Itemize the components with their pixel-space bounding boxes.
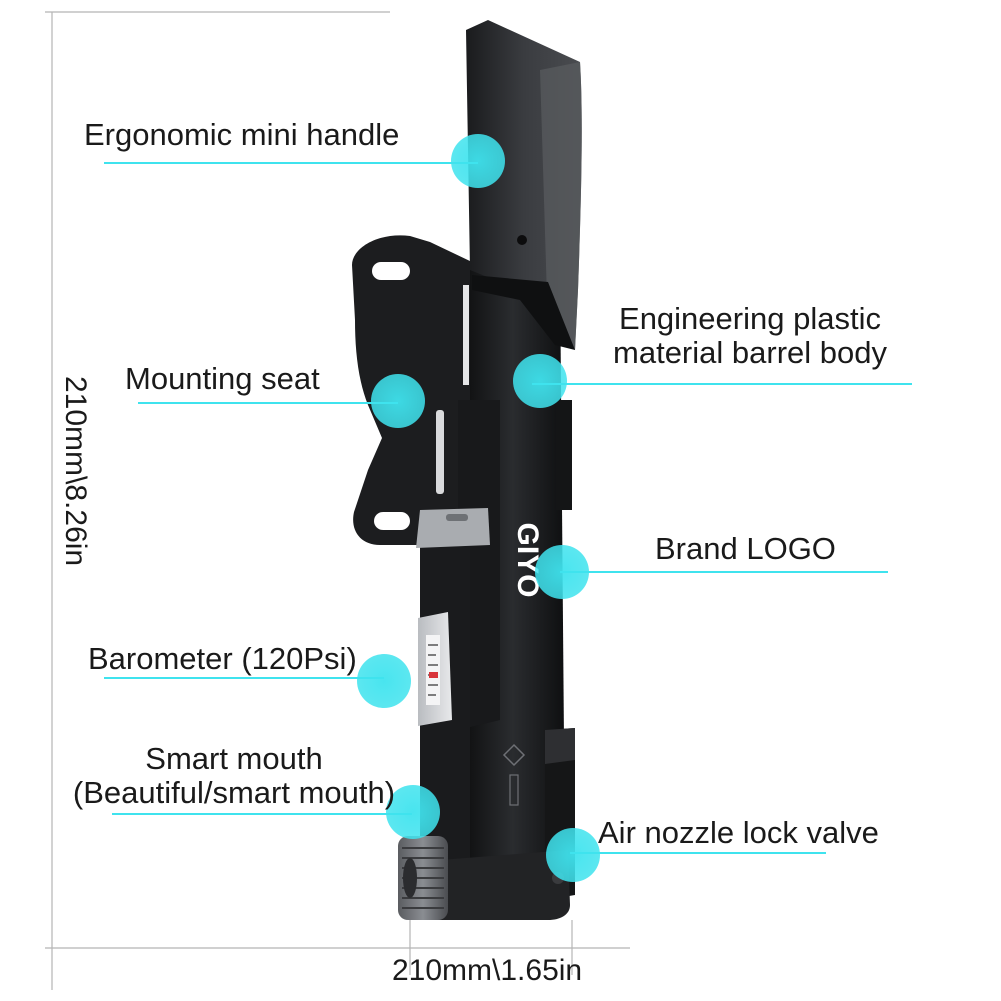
pump-head <box>398 545 575 920</box>
callout-mouth-line-1: Smart mouth <box>145 741 323 776</box>
dimension-width-label: 210mm\1.65in <box>392 954 583 987</box>
barrel-small-print <box>502 743 526 806</box>
callout-logo-label: Brand LOGO <box>655 531 836 566</box>
ergonomic-handle <box>466 20 582 350</box>
dimension-height-label: 210mm\8.26in <box>59 376 92 567</box>
callout-mounting-label: Mounting seat <box>125 361 320 396</box>
callout-barrel-line-1: Engineering plastic <box>619 301 881 336</box>
barometer-gauge <box>418 612 452 726</box>
callout-mouth-line-2: (Beautiful/smart mouth) <box>72 775 396 810</box>
silver-clip <box>416 508 490 548</box>
dimension-guides <box>45 11 630 990</box>
callout-lines <box>104 162 912 854</box>
callout-barometer-label: Barometer (120Psi) <box>88 641 357 676</box>
callout-valve-label: Air nozzle lock valve <box>598 815 879 850</box>
callout-mouth-label: Smart mouth (Beautiful/smart mouth) <box>52 742 416 810</box>
callout-barrel-label: Engineering plastic material barrel body <box>594 302 906 370</box>
callout-barrel-line-2: material barrel body <box>613 335 887 370</box>
callout-handle-label: Ergonomic mini handle <box>84 117 400 152</box>
callout-dots <box>357 134 600 882</box>
